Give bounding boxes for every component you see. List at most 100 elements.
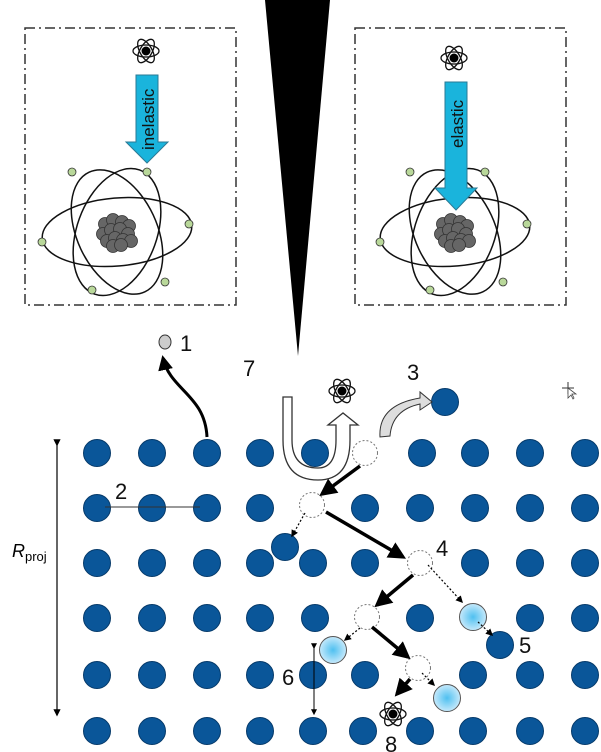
lattice-atom — [516, 604, 544, 632]
lattice-atom — [406, 717, 434, 745]
lattice-atom — [459, 717, 487, 745]
displaced-atom — [271, 533, 299, 561]
interstitial-atom — [319, 636, 347, 664]
backscatter-u-arrow — [282, 396, 360, 481]
electron — [67, 167, 77, 177]
inelastic-panel: inelastic — [24, 27, 237, 306]
vacancy — [354, 604, 380, 630]
lattice-atom — [516, 549, 544, 577]
sputtered-atom — [158, 334, 172, 350]
lattice-atom — [406, 604, 434, 632]
electron — [480, 167, 490, 177]
electron — [184, 219, 194, 229]
lattice-atom — [246, 661, 274, 689]
electron — [37, 237, 47, 247]
label-3: 3 — [407, 360, 419, 385]
label-6: 6 — [282, 665, 294, 690]
implanted-ion-icon — [379, 699, 407, 729]
elastic-panel: elastic — [354, 27, 567, 306]
lattice-atom — [246, 717, 274, 745]
lattice-atom — [301, 439, 329, 467]
lattice-atom — [459, 661, 487, 689]
lattice-atom — [193, 604, 221, 632]
lattice-atom — [83, 661, 111, 689]
lattice-atom — [571, 604, 599, 632]
label-7: 7 — [243, 356, 255, 381]
lattice-atom — [138, 549, 166, 577]
label-5: 5 — [519, 633, 531, 658]
lattice-atom — [516, 717, 544, 745]
probe-tip — [265, 0, 330, 356]
electron — [425, 285, 435, 295]
backscattered-ion-icon — [328, 376, 356, 406]
lattice-atom — [299, 549, 327, 577]
lattice-atom — [83, 717, 111, 745]
lattice-atom — [193, 439, 221, 467]
lattice-atom — [83, 439, 111, 467]
ejected-atom — [431, 388, 459, 416]
lattice-atom — [571, 661, 599, 689]
lattice-atom — [349, 717, 377, 745]
electron — [142, 167, 152, 177]
electron — [87, 285, 97, 295]
lattice-atom — [138, 439, 166, 467]
interstitial-atom — [433, 684, 461, 712]
collision-cascade — [291, 464, 494, 697]
electron — [498, 277, 508, 287]
vacancy — [299, 492, 325, 518]
rproj-label: Rproj — [12, 541, 47, 564]
label-8: 8 — [385, 732, 397, 752]
lattice-atom — [246, 549, 274, 577]
lattice-atom — [83, 604, 111, 632]
lattice-atom — [571, 439, 599, 467]
lattice-atom — [301, 604, 329, 632]
cursor-icon — [562, 382, 578, 400]
lattice-atom — [193, 549, 221, 577]
label-2: 2 — [115, 479, 127, 504]
lattice-atom — [406, 494, 434, 522]
electron — [405, 167, 415, 177]
target-atom-icon — [37, 167, 194, 297]
vacancy — [405, 655, 431, 681]
lattice-atom — [299, 717, 327, 745]
electron — [375, 237, 385, 247]
projectile-atom-icon — [132, 36, 160, 66]
nucleon — [452, 238, 466, 252]
electron — [160, 277, 170, 287]
lattice-atom — [246, 604, 274, 632]
inelastic-arrow — [124, 74, 170, 164]
lattice-atom — [516, 439, 544, 467]
lattice-atom — [193, 494, 221, 522]
displaced-atom — [486, 631, 514, 659]
lattice-atom — [83, 494, 111, 522]
ejection-arrow — [379, 390, 433, 438]
lattice-atom — [83, 549, 111, 577]
lattice-atom — [246, 494, 274, 522]
crystal-lattice — [83, 388, 599, 745]
nucleon — [114, 238, 128, 252]
lattice-atom — [571, 549, 599, 577]
lattice-atom — [408, 439, 436, 467]
lattice-atom — [461, 549, 489, 577]
lattice-atom — [138, 494, 166, 522]
sputter-arrow — [158, 355, 209, 438]
lattice-atom — [571, 717, 599, 745]
interstitial-atom — [459, 603, 487, 631]
lattice-atom — [351, 494, 379, 522]
lattice-atom — [516, 661, 544, 689]
target-atom-icon — [375, 167, 532, 297]
lattice-atom — [246, 439, 274, 467]
lattice-atom — [138, 661, 166, 689]
lattice-atom — [138, 717, 166, 745]
lattice-atom — [193, 661, 221, 689]
vacancy — [407, 550, 433, 576]
label-1: 1 — [180, 331, 192, 356]
electron — [522, 219, 532, 229]
inelastic-label: inelastic — [139, 88, 158, 150]
lattice-atom — [351, 549, 379, 577]
elastic-label: elastic — [448, 99, 467, 148]
projectile-atom-icon — [440, 43, 468, 73]
lattice-atom — [571, 494, 599, 522]
lattice-atom — [351, 661, 379, 689]
